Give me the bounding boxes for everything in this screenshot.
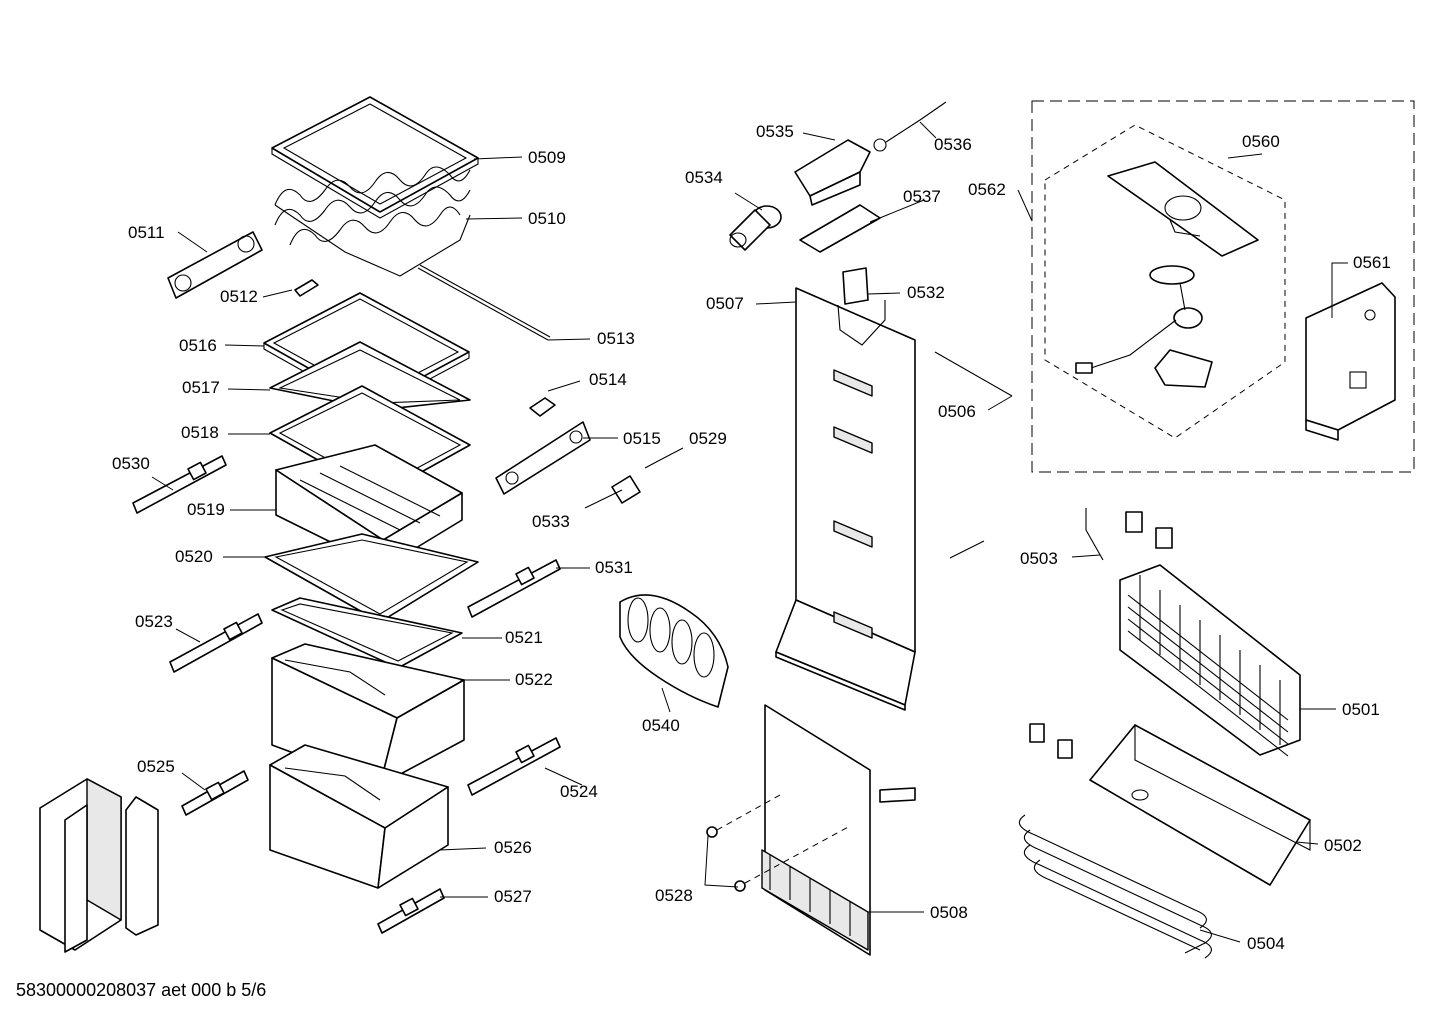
cover-0521[interactable]: [271, 597, 463, 669]
part-0532[interactable]: [842, 267, 869, 305]
label-0528: 0528: [655, 886, 693, 905]
lamp-housing-0535[interactable]: [794, 138, 887, 206]
label-0520: 0520: [175, 547, 213, 566]
label-0525: 0525: [137, 757, 175, 776]
hidden-edge: [949, 540, 985, 559]
label-0560: 0560: [1242, 132, 1280, 151]
fan-assembly-group-0562[interactable]: [1031, 100, 1415, 473]
fan-assembly-outline: [1044, 124, 1286, 439]
label-0513: 0513: [597, 329, 635, 348]
rail-0525[interactable]: [181, 770, 249, 816]
clip-0514[interactable]: [529, 397, 556, 417]
rail-0524[interactable]: [467, 737, 561, 796]
panel-0515[interactable]: [495, 421, 591, 495]
label-0515: 0515: [623, 429, 661, 448]
label-0531: 0531: [595, 558, 633, 577]
label-0503: 0503: [1020, 549, 1058, 568]
fan-motor[interactable]: [1075, 265, 1213, 388]
label-0508: 0508: [930, 903, 968, 922]
label-0562: 0562: [968, 180, 1006, 199]
screws-0528[interactable]: [706, 794, 851, 892]
label-0521: 0521: [505, 628, 543, 647]
drawing-reference-footer: 58300000208037 aet 000 b 5/6: [16, 980, 267, 1000]
label-0527: 0527: [494, 887, 532, 906]
label-0502: 0502: [1324, 836, 1362, 855]
label-0516: 0516: [179, 336, 217, 355]
label-0530: 0530: [112, 454, 150, 473]
air-duct-0507[interactable]: [775, 287, 916, 711]
rail-0530[interactable]: [132, 455, 227, 514]
rod-0513[interactable]: [417, 264, 551, 341]
label-0529: 0529: [689, 429, 727, 448]
label-0533: 0533: [532, 512, 570, 531]
cabinet-side-panels: [39, 778, 159, 953]
label-0532: 0532: [907, 283, 945, 302]
cover-0537[interactable]: [799, 204, 881, 253]
wine-rack-0510[interactable]: [274, 166, 471, 277]
clip-0512[interactable]: [294, 279, 319, 297]
label-0514: 0514: [589, 370, 627, 389]
fan-housing-0560[interactable]: [1107, 161, 1259, 257]
label-0523: 0523: [135, 612, 173, 631]
evaporator-0501[interactable]: [1119, 511, 1301, 757]
shelf-0509[interactable]: [271, 96, 479, 219]
heater-coil-0504[interactable]: [1018, 723, 1212, 959]
drawer-0526[interactable]: [269, 744, 449, 889]
leader-lines: [151, 121, 1348, 943]
label-0518: 0518: [181, 423, 219, 442]
seal-0540[interactable]: [619, 594, 729, 708]
pin-0529[interactable]: [644, 459, 661, 469]
part-labels: 0509 0510 0511 0512 0513 0514 0515 0516 …: [112, 122, 1391, 953]
control-module-0561[interactable]: [1305, 282, 1396, 441]
label-0524: 0524: [560, 782, 598, 801]
cable-0536[interactable]: [885, 101, 947, 143]
label-0561: 0561: [1353, 253, 1391, 272]
sensor-0503[interactable]: [1085, 508, 1104, 561]
label-0536: 0536: [934, 135, 972, 154]
side-panel-0511[interactable]: [167, 231, 263, 299]
rail-0527[interactable]: [377, 888, 445, 934]
label-0510: 0510: [528, 209, 566, 228]
label-0535: 0535: [756, 122, 794, 141]
label-0534: 0534: [685, 168, 723, 187]
label-0537: 0537: [903, 187, 941, 206]
rail-0523[interactable]: [169, 613, 263, 673]
drip-tray-0502[interactable]: [1089, 724, 1311, 886]
latch-0533[interactable]: [611, 475, 641, 504]
label-0519: 0519: [187, 500, 225, 519]
label-0522: 0522: [515, 670, 553, 689]
label-0501: 0501: [1342, 700, 1380, 719]
label-0504: 0504: [1247, 934, 1285, 953]
sensor-0506[interactable]: [934, 351, 1013, 397]
label-0540: 0540: [642, 716, 680, 735]
label-0509: 0509: [528, 148, 566, 167]
label-0506: 0506: [938, 402, 976, 421]
evaporator-plate-0508[interactable]: [761, 704, 916, 956]
label-0511: 0511: [128, 223, 165, 242]
shelf-0520[interactable]: [264, 533, 479, 623]
rail-0531[interactable]: [467, 559, 561, 618]
label-0507: 0507: [706, 294, 744, 313]
label-0512: 0512: [220, 287, 258, 306]
label-0526: 0526: [494, 838, 532, 857]
lamp-0534[interactable]: [729, 205, 782, 251]
label-0517: 0517: [182, 378, 220, 397]
